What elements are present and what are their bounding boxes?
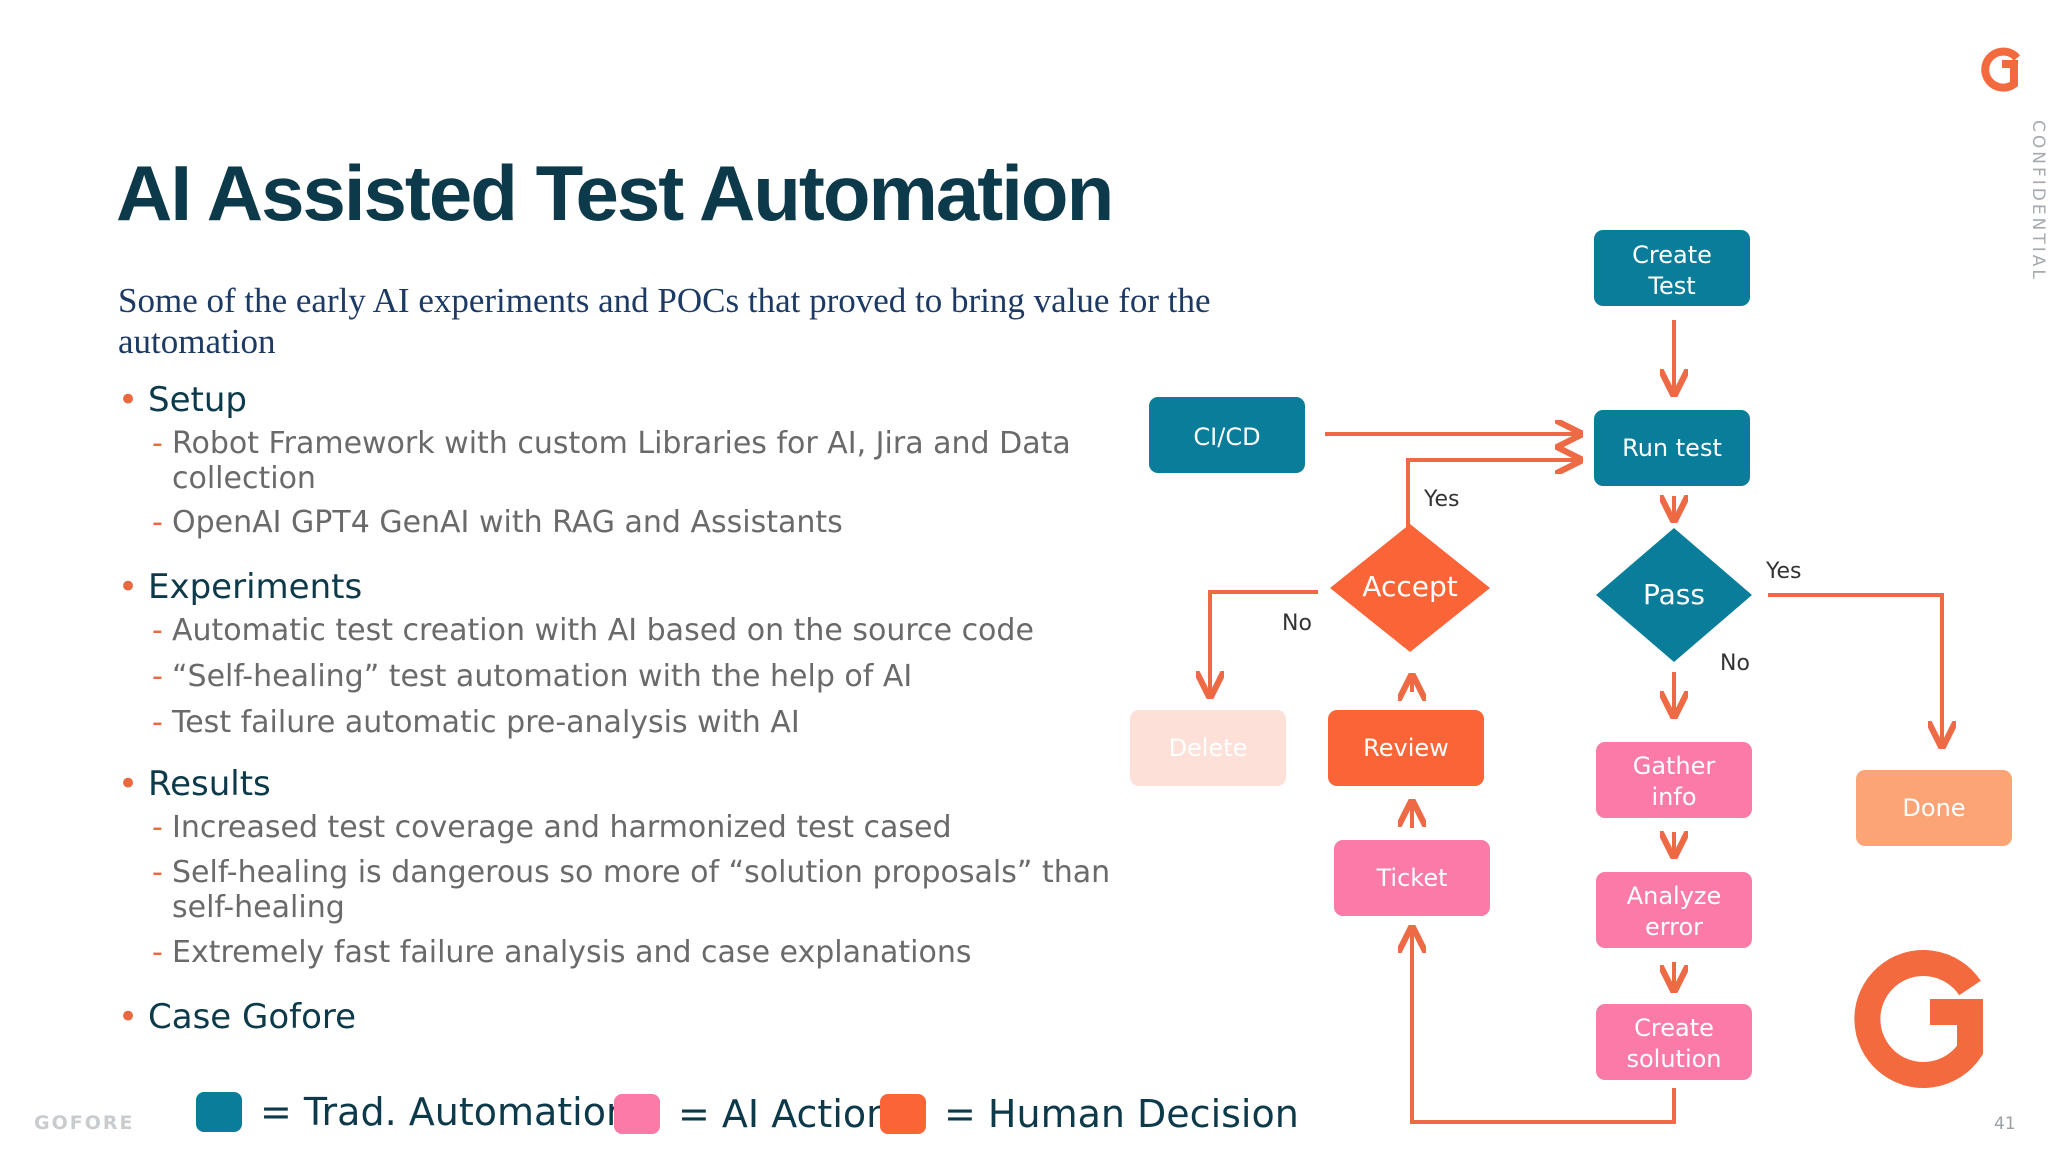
node-pass-decision: Pass	[1596, 528, 1752, 662]
node-review: Review	[1328, 710, 1484, 786]
section-experiments: Experiments Automatic test creation with…	[118, 567, 1034, 740]
node-ticket: Ticket	[1334, 840, 1490, 916]
legend-label: = Trad. Automation	[260, 1090, 631, 1134]
page-subtitle: Some of the early AI experiments and POC…	[118, 281, 1211, 361]
list-item: Extremely fast failure analysis and case…	[152, 935, 1118, 970]
node-label: CI/CD	[1193, 423, 1260, 451]
edge-pass-yes-to-done	[1768, 593, 1942, 746]
legend-swatch	[880, 1094, 926, 1134]
edge-label-yes: Yes	[1765, 559, 1802, 584]
section-heading: Setup	[118, 380, 1118, 420]
page-number: 41	[1994, 1114, 2016, 1134]
list-item: Robot Framework with custom Libraries fo…	[152, 426, 1118, 496]
edge-label-yes: Yes	[1423, 487, 1460, 512]
section-setup: Setup Robot Framework with custom Librar…	[118, 380, 1118, 540]
legend-label: = Human Decision	[944, 1092, 1299, 1136]
legend-label: = AI Action	[678, 1092, 891, 1136]
node-label: Review	[1363, 734, 1449, 762]
section-heading: Case Gofore	[118, 997, 356, 1037]
legend-human-decision: = Human Decision	[880, 1092, 1299, 1136]
page-title: AI Assisted Test Automation	[116, 149, 1114, 237]
section-heading: Results	[118, 764, 1118, 804]
edge-create-solution-to-ticket	[1412, 928, 1676, 1124]
node-done: Done	[1856, 770, 2012, 846]
edge-label-no: No	[1282, 611, 1312, 636]
list-item: OpenAI GPT4 GenAI with RAG and Assistant…	[152, 505, 1118, 540]
footer-brand: GOFORE	[34, 1112, 135, 1134]
section-results: Results Increased test coverage and harm…	[118, 764, 1118, 970]
edge-accept-yes-to-run	[1406, 460, 1580, 530]
list-item: Automatic test creation with AI based on…	[152, 613, 1034, 648]
list-item: Self-healing is dangerous so more of “so…	[152, 855, 1172, 925]
section-heading: Experiments	[118, 567, 1034, 607]
node-label: Delete	[1169, 734, 1248, 762]
node-label: Pass	[1643, 578, 1705, 611]
gofore-logo-large	[1854, 950, 1983, 1088]
node-accept-decision: Accept	[1330, 524, 1490, 652]
node-label: Run test	[1622, 434, 1722, 462]
node-ci-cd: CI/CD	[1149, 397, 1305, 473]
node-run-test: Run test	[1594, 410, 1750, 486]
node-label: Ticket	[1375, 864, 1447, 892]
node-label: Accept	[1362, 570, 1457, 603]
list-item: Increased test coverage and harmonized t…	[152, 810, 1118, 845]
edge-label-no: No	[1720, 651, 1750, 676]
legend-swatch	[196, 1092, 242, 1132]
node-delete: Delete	[1130, 710, 1286, 786]
legend-swatch	[614, 1094, 660, 1134]
gofore-logo-small	[1981, 47, 2021, 92]
confidential-label: CONFIDENTIAL	[2028, 120, 2048, 282]
legend-ai-action: = AI Action	[614, 1092, 890, 1136]
section-case-gofore: Case Gofore	[118, 997, 356, 1037]
node-label: Done	[1902, 794, 1965, 822]
edge-accept-no-to-delete	[1210, 590, 1318, 696]
list-item: Test failure automatic pre-analysis with…	[152, 705, 1034, 740]
legend-trad-automation: = Trad. Automation	[196, 1090, 630, 1134]
list-item: “Self-healing” test automation with the …	[152, 659, 1034, 694]
